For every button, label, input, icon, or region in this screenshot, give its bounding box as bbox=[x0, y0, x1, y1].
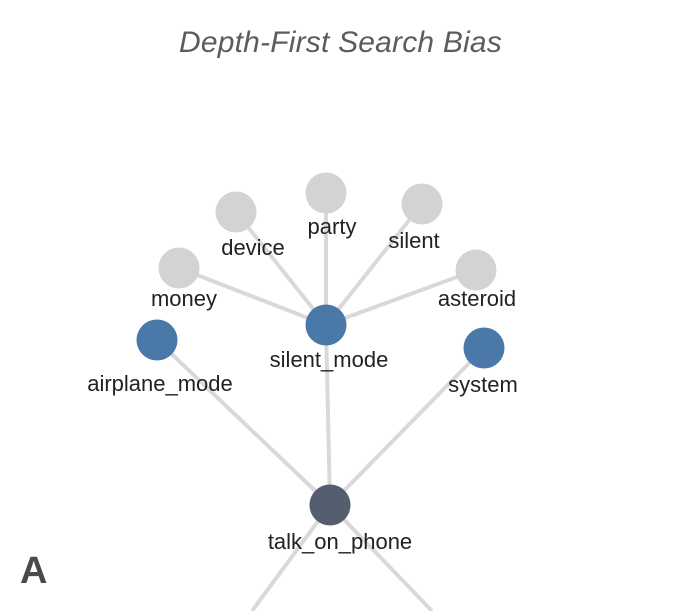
panel-label: A bbox=[20, 550, 48, 592]
edge-silent_mode-money bbox=[178, 266, 327, 327]
node-device bbox=[215, 191, 257, 233]
node-label-airplane_mode: airplane_mode bbox=[87, 371, 233, 396]
node-label-party: party bbox=[308, 214, 357, 239]
node-asteroid bbox=[455, 249, 497, 291]
node-label-money: money bbox=[151, 286, 217, 311]
node-label-silent_mode: silent_mode bbox=[270, 347, 389, 372]
node-airplane_mode bbox=[136, 319, 178, 361]
node-system bbox=[463, 327, 505, 369]
labels-layer: party device silent money asteroid silent_mod… bbox=[87, 214, 518, 554]
edge-silent_mode-asteroid bbox=[325, 268, 477, 327]
node-label-device: device bbox=[221, 235, 285, 260]
edge-offscreen-2 bbox=[328, 503, 434, 611]
edges-layer bbox=[155, 193, 486, 611]
nodes-layer bbox=[136, 172, 505, 526]
node-talk_on_phone bbox=[309, 484, 351, 526]
node-silent_mode bbox=[305, 304, 347, 346]
node-money bbox=[158, 247, 200, 289]
node-label-asteroid: asteroid bbox=[438, 286, 516, 311]
node-party bbox=[305, 172, 347, 214]
edge-silent_mode-silent bbox=[324, 202, 424, 327]
edge-silent_mode-device bbox=[234, 210, 328, 327]
node-label-system: system bbox=[448, 372, 518, 397]
diagram-title: Depth-First Search Bias bbox=[178, 26, 503, 59]
edge-offscreen-1 bbox=[250, 503, 332, 611]
node-label-silent: silent bbox=[388, 228, 439, 253]
node-silent bbox=[401, 183, 443, 225]
edge-talk_on_phone-airplane_mode bbox=[155, 338, 332, 507]
edge-talk_on_phone-system bbox=[328, 346, 486, 507]
node-label-talk_on_phone: talk_on_phone bbox=[268, 529, 412, 554]
edge-talk_on_phone-silent_mode bbox=[324, 324, 332, 506]
